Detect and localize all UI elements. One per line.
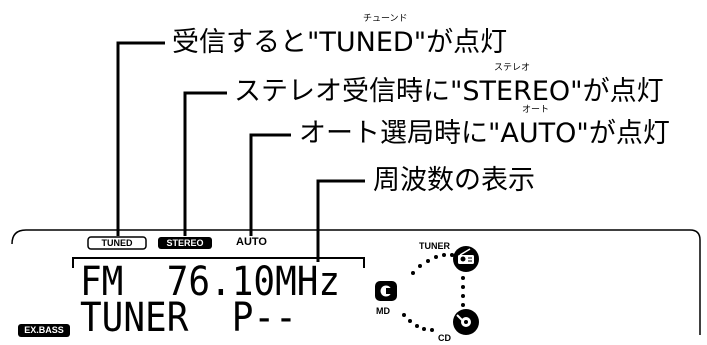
display-panel-outline: [11, 229, 701, 335]
disc-icon: [453, 309, 479, 335]
source-label-md: MD: [376, 306, 390, 316]
leader-frequency: [316, 179, 365, 262]
auto-indicator: AUTO: [236, 236, 267, 248]
callout-tuned: 受信すると"TUNED"が点灯: [172, 27, 508, 58]
callout-auto: オート選局時に"AUTO"が点灯: [299, 118, 670, 149]
ruby-stereo: ステレオ: [494, 63, 531, 73]
display-line-frequency: FM 76.10MHz: [80, 259, 341, 305]
ruby-auto: オート: [522, 105, 550, 115]
source-dotted-arcs: [402, 253, 465, 332]
radio-icon: [453, 246, 479, 272]
ruby-tuned: チューンド: [363, 14, 408, 24]
minidisc-icon: [375, 281, 397, 301]
leader-tuned: [116, 41, 165, 236]
source-label-tuner: TUNER: [419, 241, 450, 251]
frequency-bracket: [72, 257, 365, 268]
leader-stereo: [183, 91, 227, 236]
leader-auto: [249, 133, 291, 236]
callout-frequency: 周波数の表示: [373, 165, 535, 196]
tuned-indicator: TUNED: [101, 238, 133, 248]
tuned-indicator-box: [87, 236, 147, 250]
display-line-source: TUNER P--: [80, 295, 297, 341]
exbass-indicator-box: [18, 324, 70, 337]
stereo-indicator: STEREO: [166, 238, 204, 248]
callout-stereo: ステレオ受信時に"STEREO"が点灯: [234, 76, 664, 107]
exbass-indicator: EX.BASS: [24, 325, 64, 335]
stereo-indicator-box: [158, 237, 212, 249]
source-label-cd: CD: [438, 333, 451, 343]
